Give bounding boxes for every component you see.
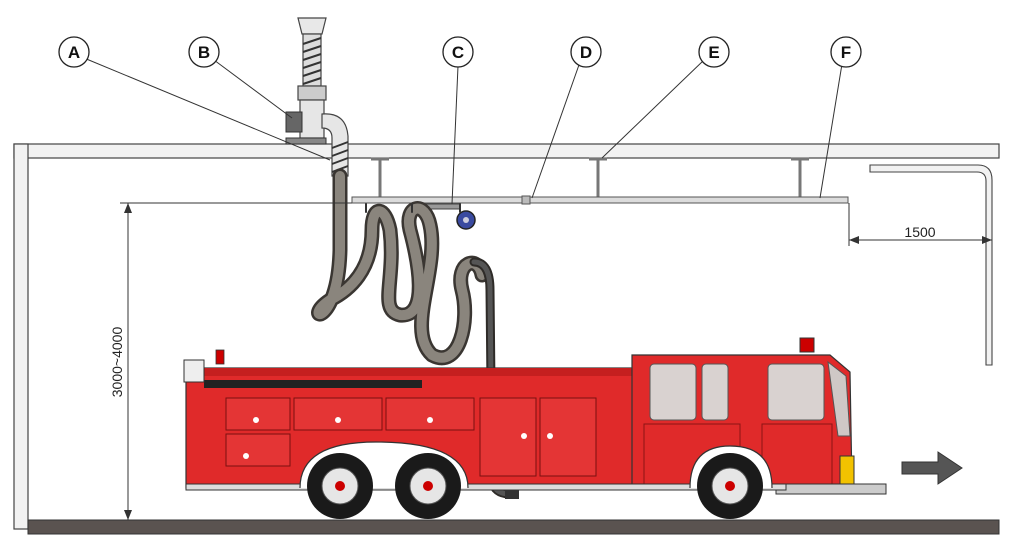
callout-b: B bbox=[188, 36, 220, 68]
compartment bbox=[293, 397, 383, 431]
rail-joint bbox=[521, 195, 531, 205]
callout-e: E bbox=[698, 36, 730, 68]
cab-window bbox=[649, 363, 697, 421]
windshield bbox=[827, 360, 851, 437]
fire-truck bbox=[183, 337, 887, 519]
stack-cap bbox=[297, 17, 327, 35]
left-wall bbox=[13, 143, 29, 530]
compartment bbox=[479, 397, 537, 477]
exhaust-fan bbox=[285, 17, 349, 177]
callout-f-label: F bbox=[841, 43, 851, 62]
fan-housing bbox=[299, 99, 325, 139]
wheel bbox=[307, 453, 373, 519]
door-frame bbox=[869, 164, 993, 366]
callout-c-label: C bbox=[452, 43, 464, 62]
beacon-light bbox=[799, 337, 815, 353]
exhaust-rail bbox=[351, 157, 849, 210]
building-structure bbox=[13, 143, 1000, 535]
arrow-right-icon bbox=[901, 451, 963, 485]
cab-window bbox=[767, 363, 825, 421]
hose-coil bbox=[313, 171, 487, 363]
callout-a: A bbox=[58, 36, 90, 68]
leader-lines bbox=[83, 57, 843, 205]
wheel bbox=[395, 453, 461, 519]
height-dimension-label: 3000~4000 bbox=[109, 327, 125, 398]
callout-d-label: D bbox=[580, 43, 592, 62]
wheel bbox=[697, 453, 763, 519]
compartment bbox=[225, 397, 291, 431]
callout-a-label: A bbox=[68, 43, 80, 62]
callout-d: D bbox=[570, 36, 602, 68]
overhang-dimension-label: 1500 bbox=[904, 224, 935, 240]
callout-b-label: B bbox=[198, 43, 210, 62]
callout-f: F bbox=[830, 36, 862, 68]
compartment bbox=[225, 433, 291, 467]
floor bbox=[27, 519, 1000, 535]
dimension-lines bbox=[120, 202, 992, 520]
front-bumper bbox=[775, 483, 887, 495]
callout-c: C bbox=[442, 36, 474, 68]
cab-window bbox=[701, 363, 729, 421]
callout-e-label: E bbox=[708, 43, 719, 62]
ceiling-beam bbox=[13, 143, 1000, 159]
compartment bbox=[385, 397, 475, 431]
rail-track bbox=[351, 196, 849, 204]
bumper-light bbox=[839, 455, 855, 485]
ladder-rack bbox=[204, 380, 422, 388]
